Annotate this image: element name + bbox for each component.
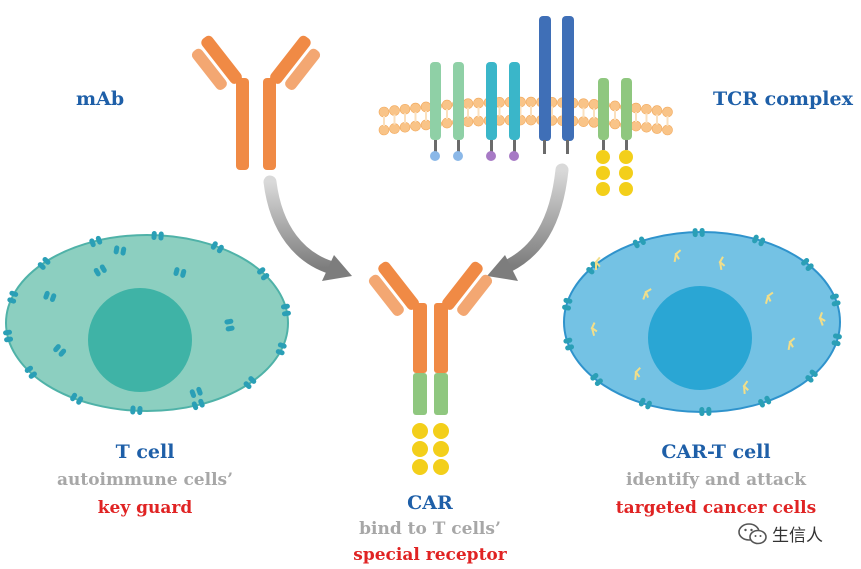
lipid-head bbox=[609, 118, 621, 130]
car-desc-1: bind to T cells’ bbox=[359, 519, 501, 539]
lipid-tail bbox=[551, 106, 553, 117]
arrow-from-tcr bbox=[487, 163, 569, 281]
car-t-cell-title: CAR-T cell bbox=[661, 441, 771, 463]
car-title: CAR bbox=[407, 492, 453, 514]
t-cell-title: T cell bbox=[115, 441, 175, 463]
lipid-head bbox=[462, 98, 474, 109]
lipid-head bbox=[651, 105, 663, 116]
t-cell-desc-2: key guard bbox=[97, 498, 193, 518]
lipid-head bbox=[399, 121, 411, 133]
wechat-icon bbox=[738, 522, 767, 544]
lipid-head bbox=[662, 124, 673, 136]
t-cell-desc-1: autoimmune cells’ bbox=[56, 470, 234, 490]
lipid-head bbox=[399, 103, 411, 115]
lipid-tail bbox=[383, 116, 385, 126]
lipid-tail bbox=[498, 106, 501, 117]
watermark-text: 生信人 bbox=[772, 526, 823, 546]
lipid-head bbox=[630, 102, 642, 114]
lipid-head bbox=[641, 103, 652, 115]
lipid-tail bbox=[519, 106, 522, 117]
lipid-head bbox=[578, 116, 589, 127]
lipid-head bbox=[525, 114, 537, 126]
car-t-cell bbox=[561, 227, 843, 417]
arrow-from-mab bbox=[263, 175, 352, 281]
lipid-tail bbox=[414, 112, 417, 123]
lipid-tail bbox=[656, 114, 658, 125]
lipid-head bbox=[609, 100, 621, 112]
lipid-head bbox=[525, 96, 537, 108]
tcr-complex bbox=[378, 16, 673, 196]
mab-antibody bbox=[191, 35, 321, 170]
car-t-cell-desc-2: targeted cancer cells bbox=[615, 498, 817, 518]
lipid-head bbox=[441, 99, 453, 111]
lipid-head bbox=[410, 102, 421, 114]
lipid-head bbox=[473, 115, 484, 127]
lipid-head bbox=[662, 106, 673, 118]
lipid-head bbox=[420, 119, 432, 131]
lipid-tail bbox=[614, 109, 616, 120]
car-t-cell-desc-1: identify and attack bbox=[626, 470, 806, 490]
lipid-head bbox=[410, 120, 421, 132]
lipid-tail bbox=[530, 106, 532, 117]
tcr-complex-label: TCR complex bbox=[713, 88, 853, 110]
watermark: 生信人 bbox=[738, 521, 823, 546]
mab-label: mAb bbox=[76, 88, 125, 110]
t-cell bbox=[2, 230, 292, 416]
lipid-tail bbox=[477, 107, 480, 118]
lipid-head bbox=[651, 123, 663, 134]
lipid-head bbox=[389, 105, 400, 116]
car-desc-2: special receptor bbox=[353, 545, 507, 565]
lipid-head bbox=[378, 124, 390, 136]
lipid-head bbox=[389, 123, 400, 134]
lipid-tail bbox=[446, 109, 448, 120]
lipid-head bbox=[473, 97, 484, 109]
lipid-head bbox=[588, 117, 600, 128]
lipid-head bbox=[462, 116, 474, 127]
lipid-tail bbox=[393, 114, 396, 125]
lipid-head bbox=[378, 106, 390, 118]
lipid-tail bbox=[467, 107, 469, 118]
lipid-head bbox=[420, 101, 432, 113]
lipid-tail bbox=[404, 113, 406, 124]
lipid-tail bbox=[635, 112, 637, 123]
lipid-head bbox=[630, 120, 642, 132]
lipid-head bbox=[578, 98, 589, 109]
lipid-tail bbox=[666, 116, 669, 126]
lipid-head bbox=[588, 99, 600, 110]
lipid-tail bbox=[425, 110, 427, 121]
lipid-tail bbox=[645, 113, 648, 124]
lipid-tail bbox=[593, 108, 595, 119]
lipid-head bbox=[441, 117, 453, 129]
lipid-head bbox=[641, 121, 652, 133]
car-receptor bbox=[368, 261, 493, 475]
lipid-tail bbox=[582, 107, 585, 118]
